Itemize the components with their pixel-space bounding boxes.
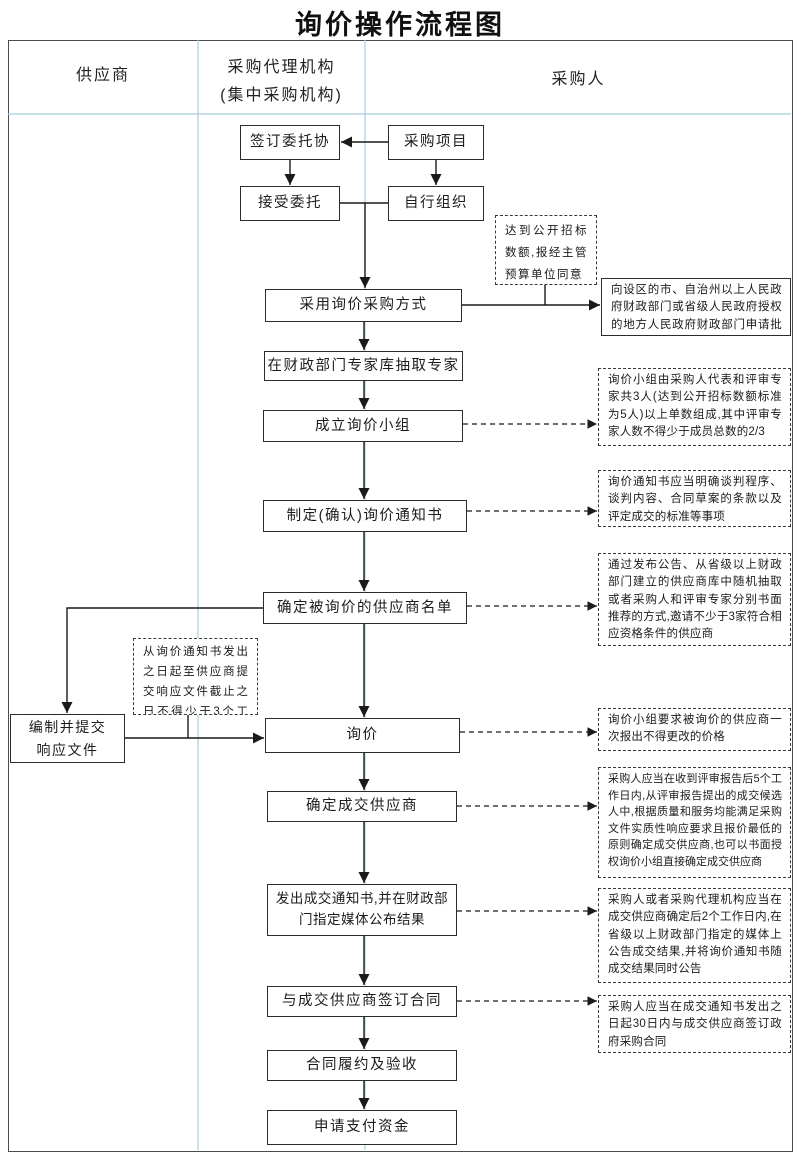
node-sign-contract: 与成交供应商签订合同 xyxy=(267,986,457,1017)
lane-header-agency: 采购代理机构 (集中采购机构) xyxy=(198,54,365,110)
lane-header-purchaser: 采购人 xyxy=(551,71,606,88)
note-open-bid-threshold: 达到公开招标数额,报经主管预算单位同意 xyxy=(495,215,597,285)
note-inquiry-team-composition: 询价小组由采购人代表和评审专家共3人(达到公开招标数额标准为5人)以上单数组成,… xyxy=(598,368,791,446)
node-determine-supplier-list: 确定被询价的供应商名单 xyxy=(263,592,467,624)
node-form-inquiry-team: 成立询价小组 xyxy=(263,410,463,442)
node-issue-award-notice-line1: 发出成交通知书,并在财政部 xyxy=(275,891,449,907)
node-prepare-response: 编制并提交 响应文件 xyxy=(10,714,125,763)
note-supplier-selection-method: 通过发布公告、从省级以上财政部门建立的供应商库中随机抽取或者采购人和评审专家分别… xyxy=(598,553,791,646)
node-accept-entrust: 接受委托 xyxy=(240,186,340,221)
note-inquiry-notice-content: 询价通知书应当明确谈判程序、谈判内容、合同草案的条款以及评定成交的标准等事项 xyxy=(598,470,791,527)
node-adopt-inquiry-method: 采用询价采购方式 xyxy=(265,289,462,322)
page-title: 询价操作流程图 xyxy=(295,10,505,40)
lane-header-supplier: 供应商 xyxy=(75,67,130,84)
node-draw-experts: 在财政部门专家库抽取专家 xyxy=(264,351,463,381)
node-inquiry: 询价 xyxy=(265,718,460,753)
note-one-time-quote: 询价小组要求被询价的供应商一次报出不得更改的价格 xyxy=(598,708,791,751)
node-determine-winner: 确定成交供应商 xyxy=(267,791,457,822)
node-perform-contract: 合同履约及验收 xyxy=(267,1050,457,1081)
note-approval-authority: 向设区的市、自治州以上人民政府财政部门或省级人民政府授权的地方人民政府财政部门申… xyxy=(601,278,791,336)
dashed-annotation-arrows xyxy=(457,419,597,1006)
node-procurement-project: 采购项目 xyxy=(388,125,484,160)
node-make-inquiry-notice: 制定(确认)询价通知书 xyxy=(263,500,467,532)
lane-header-agency-line1: 采购代理机构 xyxy=(227,59,336,76)
solid-flow-arrows xyxy=(61,136,600,1109)
node-sign-agreement: 签订委托协 xyxy=(240,125,340,160)
note-result-announcement: 采购人或者采购代理机构应当在成交供应商确定后2个工作日内,在省级以上财政部门指定… xyxy=(598,888,791,983)
note-response-deadline: 从询价通知书发出之日起至供应商提交响应文件截止之日不得少于3个工作日 xyxy=(133,638,258,715)
node-self-organize: 自行组织 xyxy=(388,186,484,221)
node-prepare-response-line2: 响应文件 xyxy=(36,741,99,758)
lane-header-agency-line2: (集中采购机构) xyxy=(220,87,343,104)
node-issue-award-notice-line2: 门指定媒体公布结果 xyxy=(299,912,425,927)
chart-frame xyxy=(8,40,793,1152)
node-apply-payment: 申请支付资金 xyxy=(267,1110,457,1145)
node-prepare-response-line1: 编制并提交 xyxy=(28,719,107,736)
note-winner-determination-rule: 采购人应当在收到评审报告后5个工作日内,从评审报告提出的成交候选人中,根据质量和… xyxy=(598,767,791,878)
node-issue-award-notice: 发出成交通知书,并在财政部 门指定媒体公布结果 xyxy=(267,884,457,936)
note-contract-signing-deadline: 采购人应当在成交通知书发出之日起30日内与成交供应商签订政府采购合同 xyxy=(598,995,791,1053)
